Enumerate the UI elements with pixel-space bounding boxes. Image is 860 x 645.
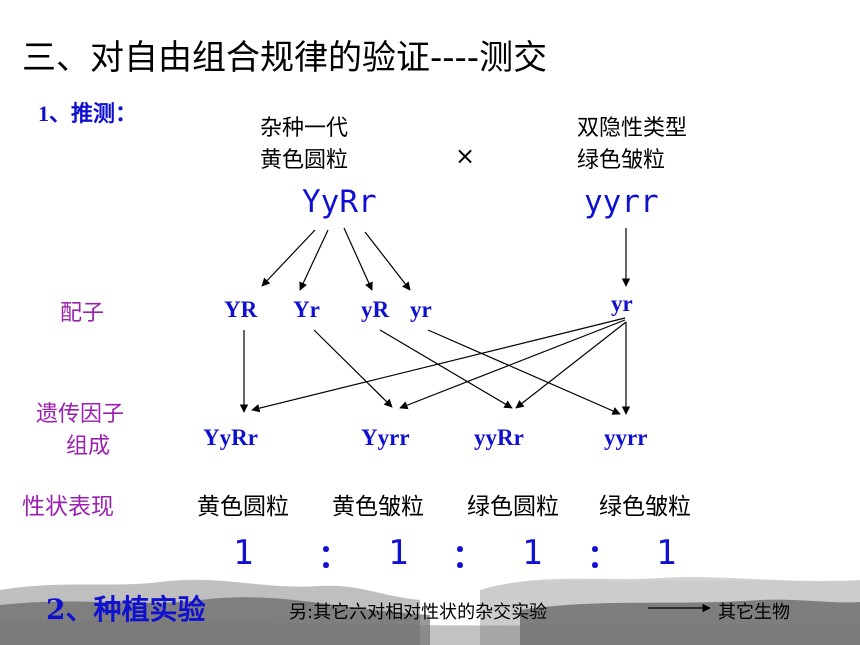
arrow-parent-to-yr — [364, 231, 411, 291]
cross-symbol: × — [455, 142, 476, 170]
arrow-yr-to-yyrr — [427, 329, 621, 415]
parent-left-line2: 黄色圆粒 — [260, 148, 349, 173]
slide-title: 三、对自由组合规律的验证----测交 — [22, 38, 548, 78]
parent-right-line2: 绿色皱粒 — [577, 148, 666, 173]
section2-note-target: 其它生物 — [718, 602, 790, 623]
ratio-value-3: 1 — [522, 533, 543, 573]
ratio-separator-3: ： — [587, 537, 620, 575]
arrow-right-yr-to-YyRr — [251, 317, 626, 413]
phenotype-2: 黄色皱粒 — [332, 494, 424, 520]
phenotypes-label: 性状表现 — [22, 494, 114, 520]
gamete-left-4: yr — [410, 297, 432, 322]
ratio-value-4: 1 — [656, 533, 677, 573]
parent-right-genotype: yyrr — [584, 184, 659, 220]
arrow-parent-to-Yr — [299, 229, 329, 291]
gamete-left-3: yR — [361, 297, 390, 322]
ratio-separator-1: ： — [318, 537, 351, 575]
section1-label: 1、推测： — [38, 101, 138, 126]
offspring-label-line1: 遗传因子 — [36, 402, 125, 427]
arrow-parent-to-YR — [261, 229, 316, 287]
gametes-label: 配子 — [60, 301, 105, 326]
parent-left-genotype: YyRr — [302, 184, 377, 220]
offspring-genotype-2: Yyrr — [361, 425, 410, 450]
ratio-value-1: 1 — [233, 533, 254, 573]
arrow-parent-to-yR — [343, 227, 373, 291]
phenotype-3: 绿色圆粒 — [467, 494, 559, 520]
parent-left-line1: 杂种一代 — [260, 116, 349, 141]
parent-right-line1: 双隐性类型 — [577, 116, 688, 141]
phenotype-1: 黄色圆粒 — [197, 494, 289, 520]
ratio-separator-2: ： — [452, 537, 485, 575]
arrow-right-yr-to-Yyrr — [399, 319, 626, 410]
gamete-left-2: Yr — [293, 297, 320, 322]
offspring-genotype-4: yyrr — [604, 425, 648, 450]
gamete-left-1: YR — [224, 297, 258, 322]
section2-note: 另:其它六对相对性状的杂交实验 — [289, 602, 548, 623]
ratio-value-2: 1 — [388, 533, 409, 573]
ink-landscape-image — [0, 560, 860, 645]
section2-label: 2、种植实验 — [46, 593, 206, 626]
offspring-label-line2: 组成 — [66, 434, 111, 459]
offspring-genotype-3: yyRr — [474, 425, 524, 450]
phenotype-4: 绿色皱粒 — [599, 494, 691, 520]
arrow-Yr-to-Yyrr — [313, 329, 393, 408]
offspring-genotype-1: YyRr — [203, 425, 258, 450]
gamete-right: yr — [611, 291, 633, 316]
arrow-right-yr-to-yyRr — [515, 321, 627, 409]
arrow-yR-to-yyRr — [379, 329, 513, 409]
